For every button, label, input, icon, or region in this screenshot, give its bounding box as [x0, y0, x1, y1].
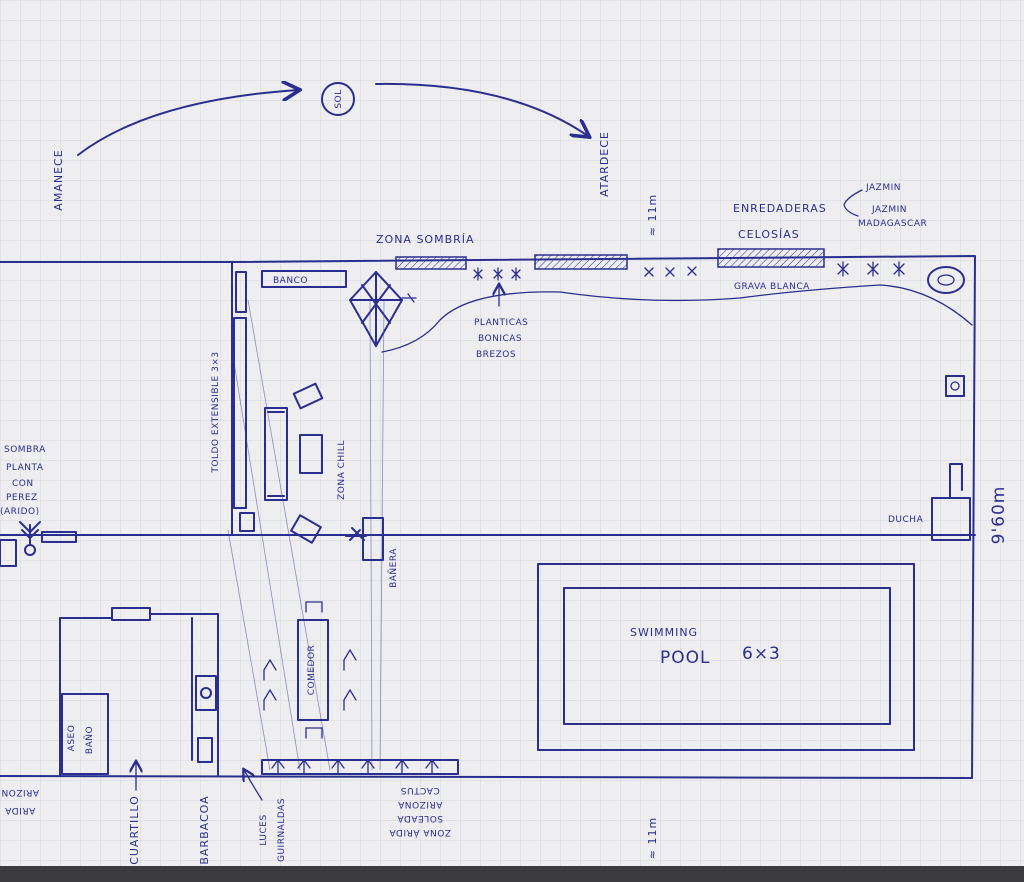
- small-plants-row: [473, 261, 905, 281]
- dry-zone-label-group: ZONA ÁRIDA SOLEADA ARIZONA CACTUS: [389, 785, 451, 839]
- swimming-pool: [563, 587, 891, 725]
- potted-plant-icon: [19, 521, 41, 556]
- planter-bed: [261, 759, 459, 775]
- top-length-dimension: ≈ 11m: [646, 194, 659, 236]
- shower-pipe: [949, 463, 963, 499]
- sun-icon: [321, 82, 355, 116]
- dining-table: [297, 619, 329, 721]
- lights-label-2: GUIRNALDAS: [277, 798, 287, 862]
- bbq-label: BARBACOA: [198, 795, 211, 864]
- outlet-icon: [945, 375, 965, 397]
- dry-zone-label-2: SOLEADA: [397, 813, 443, 823]
- jasmine-madagascar-label-2: MADAGASCAR: [858, 219, 927, 229]
- width-dimension: 9'60m: [989, 486, 1009, 545]
- sunset-label: ATARDECE: [598, 131, 611, 197]
- small-plants-label-2: BONICAS: [478, 334, 522, 344]
- toilet-label-1: ASEO: [67, 725, 77, 752]
- cut-text-group: ARIDA ARIZON: [1, 787, 39, 815]
- lights-label-1: LUCES: [259, 814, 269, 845]
- photo-edge: [0, 866, 1024, 882]
- shower-label: DUCHA: [888, 515, 924, 525]
- sunrise-label: AMANECE: [52, 149, 65, 210]
- bottom-length-dimension: ≈ 11m: [646, 817, 659, 859]
- awning-label: TOLDO EXTENSIBLE 3×3: [211, 351, 221, 473]
- chill-zone-furniture: [264, 382, 324, 544]
- plot-boundary: [0, 255, 976, 779]
- small-plants-label-3: BREZOS: [476, 350, 516, 360]
- dry-zone-label-3: ARIZONA: [397, 799, 442, 809]
- plant-brace: [843, 189, 863, 217]
- cut-text-2: ARIZON: [1, 787, 39, 797]
- cut-text-1: ARIDA: [4, 805, 35, 815]
- shed-label: CUARTILLO: [128, 795, 141, 865]
- lattice-label: CELOSÍAS: [738, 228, 800, 241]
- dry-zone-label-4: CACTUS: [400, 785, 439, 795]
- bathtub-plant-icon: [345, 517, 384, 561]
- shade-side-label-1: SOMBRA: [4, 445, 46, 455]
- pool-size-label: 6×3: [742, 644, 781, 664]
- white-gravel-label: GRAVA BLANCA: [734, 282, 810, 292]
- umbrella-icon: [349, 271, 403, 347]
- fountain-icon: [927, 266, 965, 294]
- cactus-row: [271, 758, 439, 775]
- lattice-panel: [395, 256, 467, 270]
- shade-side-label-2: PLANTA: [6, 463, 44, 473]
- small-plants-label-1: PLANTICAS: [474, 318, 528, 328]
- dining-label: COMEDOR: [307, 645, 317, 696]
- shade-side-label-3: CON: [12, 479, 34, 489]
- chill-zone-label: ZONA CHILL: [337, 440, 347, 500]
- lights-arrow: [244, 770, 263, 801]
- awning-shape: [233, 317, 247, 509]
- left-planter: [41, 531, 77, 543]
- lattice-panel: [717, 248, 825, 268]
- string-lights-lines: [227, 299, 385, 771]
- climbers-label: ENREDADERAS: [733, 202, 827, 215]
- white-gravel-border: [381, 284, 973, 353]
- lattice-panel: [534, 254, 628, 270]
- dining-chairs: [263, 601, 357, 739]
- pool-label-2: POOL: [660, 648, 710, 668]
- shade-zone-label: ZONA SOMBRÍA: [376, 233, 475, 246]
- shade-side-label-4: PEREZ: [6, 493, 38, 503]
- dry-zone-label-1: ZONA ÁRIDA: [389, 827, 451, 839]
- pool-deck: [537, 563, 915, 751]
- jasmine-label: JAZMIN: [865, 183, 901, 193]
- toilet-label-2: BAÑO: [84, 726, 95, 754]
- sun-label: SOL: [334, 89, 344, 108]
- pool-label-1: SWIMMING: [630, 626, 698, 639]
- bench-label: BANCO: [273, 276, 308, 286]
- sun-path: SOL AMANECE ATARDECE: [52, 83, 611, 211]
- bench-shape: [261, 270, 347, 288]
- bathtub-label: BAÑERA: [388, 548, 399, 588]
- shade-side-label-5: (ARIDO): [0, 507, 40, 517]
- sunset-arrow: [375, 82, 588, 136]
- shed-outline: [59, 607, 219, 777]
- jasmine-madagascar-label-1: JAZMIN: [871, 205, 907, 215]
- sunrise-arrow: [77, 90, 298, 156]
